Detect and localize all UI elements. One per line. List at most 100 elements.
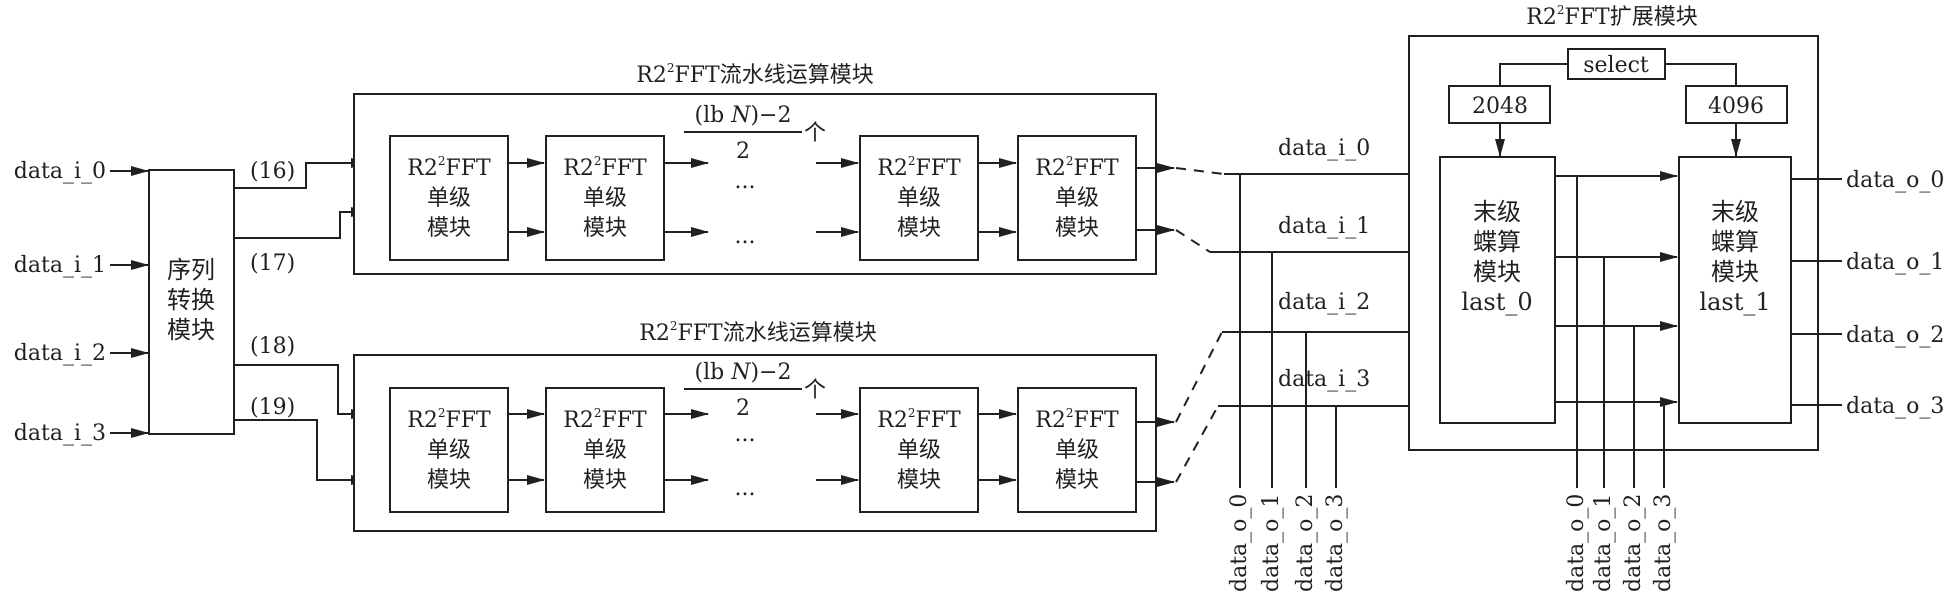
stage-box-top-3: R22FFT 单级 模块 [859,135,979,261]
svg-text:模块: 模块 [897,468,941,493]
stage-box-top-2: R22FFT 单级 模块 [545,135,665,261]
ellipsis-top-1: ... [735,169,756,194]
stage-box-bottom-4: R22FFT 单级 模块 [1017,387,1137,513]
last0-line-4: last_0 [1461,288,1532,316]
svg-text:R22FFT: R22FFT [563,154,647,181]
stage-box-top-4: R22FFT 单级 模块 [1017,135,1137,261]
serial-converter-box [148,169,235,435]
pipeline-top-title: R22FFT流水线运算模块 [636,61,873,88]
tap-a-label-1: data_o_1 [1259,494,1284,592]
svg-text:2: 2 [736,396,750,421]
converter-line-1: 序列 [167,256,215,284]
last0-line-3: 模块 [1473,258,1521,286]
stage-box-bottom-3: R22FFT 单级 模块 [859,387,979,513]
last0-box [1439,156,1556,424]
value-2048: 2048 [1472,94,1528,119]
converter-line-3: 模块 [167,316,215,344]
output-label-2: data_o_2 [1846,323,1944,348]
svg-text:R22FFT: R22FFT [877,406,961,433]
dash-conn-2 [1175,331,1223,423]
tap-b-label-2: data_o_2 [1621,494,1646,592]
ellipsis-top-2: ... [735,224,756,249]
last1-line-4: last_1 [1699,288,1770,316]
svg-text:单级: 单级 [1055,438,1099,463]
svg-text:R22FFT: R22FFT [407,406,491,433]
mid-label-3: data_i_3 [1278,367,1370,392]
value-2048-box [1448,85,1551,124]
svg-text:模块: 模块 [427,216,471,241]
last1-line-2: 蝶算 [1711,228,1759,256]
output-label-0: data_o_0 [1846,168,1944,193]
output-label-3: data_o_3 [1846,394,1944,419]
select-label: select [1583,53,1649,78]
dash-conn-0 [1175,167,1225,175]
input-label-3: data_i_3 [14,421,106,446]
svg-text:(lb N)−2: (lb N)−2 [695,360,792,385]
tap-a-label-0: data_o_0 [1227,494,1252,592]
svg-text:单级: 单级 [583,186,627,211]
output-label-1: data_o_1 [1846,250,1944,275]
stage-count-top: (lb N)−2 2 个 [684,103,826,164]
mid-label-1: data_i_1 [1278,214,1370,239]
input-label-0: data_i_0 [14,159,106,184]
stage-box-top-1: R22FFT 单级 模块 [389,135,509,261]
svg-text:单级: 单级 [1055,186,1099,211]
svg-text:模块: 模块 [583,216,627,241]
tap-b-label-0: data_o_0 [1564,494,1589,592]
conv-to-bot-1 [234,419,369,485]
svg-text:单级: 单级 [897,438,941,463]
svg-text:R22FFT: R22FFT [1035,406,1119,433]
conv-to-top-0 [234,158,369,189]
ellipsis-bottom-2: ... [735,476,756,501]
svg-text:2: 2 [736,139,750,164]
tap-a-label-3: data_o_3 [1323,494,1348,592]
stage-count-bottom: (lb N)−2 2 个 [684,360,826,421]
mid-label-0: data_i_0 [1278,136,1370,161]
svg-text:模块: 模块 [1055,468,1099,493]
width-label-17: (17) [250,251,295,276]
svg-text:单级: 单级 [427,438,471,463]
input-label-2: data_i_2 [14,341,106,366]
width-label-18: (18) [250,334,295,359]
svg-text:个: 个 [804,378,826,403]
svg-text:R22FFT: R22FFT [1035,154,1119,181]
stage-box-bottom-1: R22FFT 单级 模块 [389,387,509,513]
svg-text:R22FFT: R22FFT [563,406,647,433]
mid-label-2: data_i_2 [1278,290,1370,315]
tap-b-label-3: data_o_3 [1651,494,1676,592]
select-left-line [1499,63,1568,86]
last0-line-2: 蝶算 [1473,228,1521,256]
tap-b-label-1: data_o_1 [1591,494,1616,592]
last1-box [1678,156,1792,424]
svg-text:个: 个 [804,121,826,146]
svg-text:模块: 模块 [427,468,471,493]
svg-text:单级: 单级 [583,438,627,463]
value-4096: 4096 [1708,94,1764,119]
last1-line-3: 模块 [1711,258,1759,286]
conv-to-top-1 [234,207,369,239]
svg-text:模块: 模块 [1055,216,1099,241]
width-label-19: (19) [250,395,295,420]
svg-text:单级: 单级 [427,186,471,211]
svg-text:R22FFT: R22FFT [407,154,491,181]
tap-a-label-2: data_o_2 [1293,494,1318,592]
svg-text:(lb N)−2: (lb N)−2 [695,103,792,128]
width-label-16: (16) [250,159,295,184]
select-right-line [1665,63,1737,86]
svg-text:单级: 单级 [897,186,941,211]
pipeline-bottom-title: R22FFT流水线运算模块 [639,319,876,346]
expansion-title: R22FFT扩展模块 [1526,3,1697,30]
last0-line-1: 末级 [1473,198,1521,226]
svg-text:模块: 模块 [897,216,941,241]
svg-text:模块: 模块 [583,468,627,493]
dash-conn-1 [1175,229,1211,253]
input-label-1: data_i_1 [14,253,106,278]
stage-box-bottom-2: R22FFT 单级 模块 [545,387,665,513]
value-4096-box [1685,85,1788,124]
svg-text:R22FFT: R22FFT [877,154,961,181]
ellipsis-bottom-1: ... [735,422,756,447]
last1-line-1: 末级 [1711,198,1759,226]
dash-conn-3 [1175,405,1219,483]
